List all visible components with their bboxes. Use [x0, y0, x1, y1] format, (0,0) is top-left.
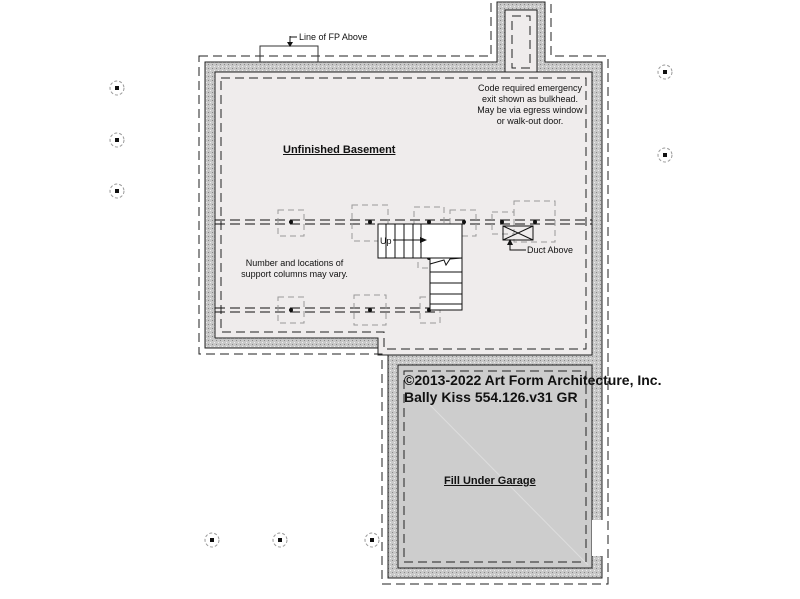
copyright-line1: ©2013-2022 Art Form Architecture, Inc. — [404, 372, 662, 388]
copyright: ©2013-2022 Art Form Architecture, Inc. B… — [404, 372, 661, 406]
pier-markers — [109, 64, 673, 548]
egress-note: Code required emergency exit shown as bu… — [477, 83, 583, 126]
garage-area — [397, 364, 593, 569]
basement-label: Unfinished Basement — [283, 144, 396, 156]
garage-label: Fill Under Garage — [444, 475, 536, 487]
copyright-line2: Bally Kiss 554.126.v31 GR — [404, 389, 578, 405]
duct-note: Duct Above — [527, 245, 574, 255]
stairs-up-label: Up — [380, 236, 392, 246]
bulkhead-well — [504, 9, 538, 73]
columns-note: Number and locations of support columns … — [241, 258, 348, 279]
fp-line-note: Line of FP Above — [299, 32, 368, 42]
